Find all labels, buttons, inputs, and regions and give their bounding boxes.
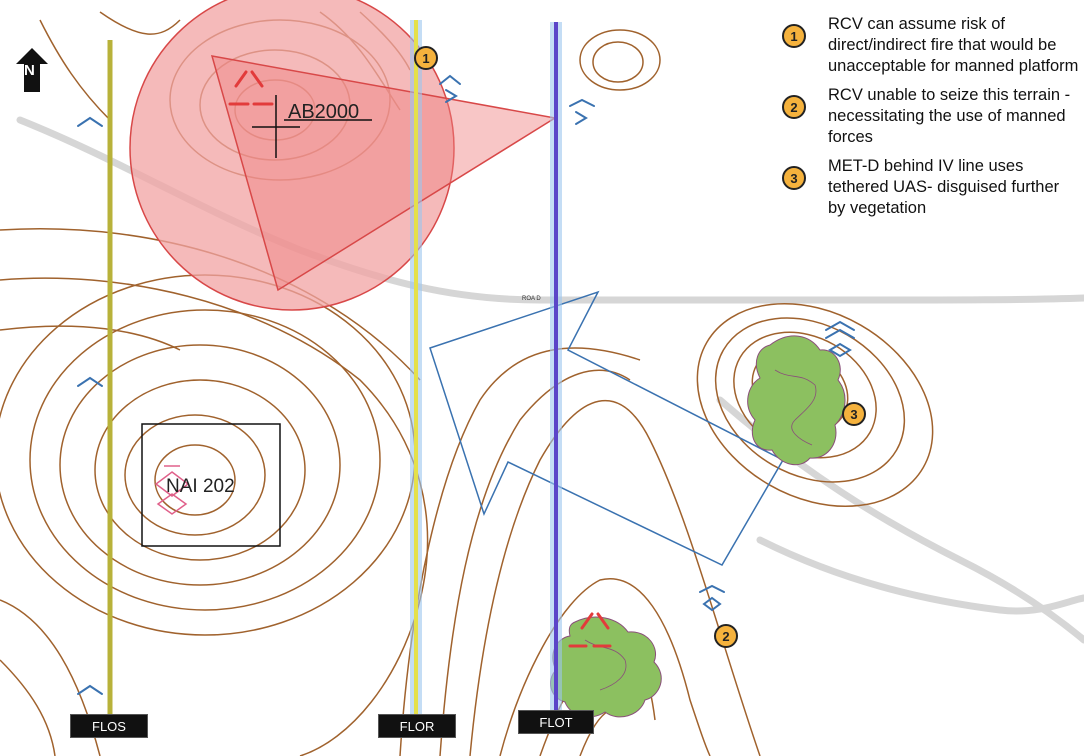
map-marker-1: 1 — [414, 46, 438, 70]
unit-symbol-1 — [77, 116, 103, 127]
threat-circle — [129, 0, 455, 311]
legend-item: 1 RCV can assume risk of direct/indirect… — [780, 14, 1080, 77]
phase-line-label-flor: FLOR — [378, 714, 456, 738]
north-arrow-icon: N — [16, 48, 48, 101]
threat-marker-south — [568, 612, 612, 648]
phase-lines — [107, 20, 562, 714]
sensor-symbol-south — [699, 584, 725, 612]
legend: 1 RCV can assume risk of direct/indirect… — [780, 14, 1080, 227]
legend-text-1: RCV can assume risk of direct/indirect f… — [828, 15, 1079, 75]
legend-marker-2: 2 — [782, 95, 806, 119]
vegetation-south — [550, 616, 662, 718]
threat-area — [129, 0, 558, 311]
road-label: ROA D — [522, 296, 541, 302]
axis-of-advance-arrow — [429, 290, 785, 566]
legend-text-3: MET-D behind IV line uses tethered UAS- … — [828, 157, 1060, 217]
vegetation-east — [747, 335, 846, 466]
unit-symbol-3 — [77, 684, 103, 695]
ab-label: AB2000 — [288, 101, 359, 123]
nai-label: NAI 202 — [166, 476, 235, 497]
legend-marker-3: 3 — [782, 166, 806, 190]
north-label: N — [24, 62, 35, 79]
legend-text-2: RCV unable to seize this terrain - neces… — [828, 86, 1071, 146]
unit-symbols — [77, 74, 855, 695]
legend-marker-1: 1 — [782, 24, 806, 48]
sensor-symbol-east — [825, 320, 855, 358]
map-marker-3: 3 — [842, 402, 866, 426]
legend-item: 3 MET-D behind IV line uses tethered UAS… — [780, 156, 1080, 219]
vegetation — [550, 335, 846, 718]
nai-area — [141, 423, 281, 547]
phase-line-label-flot: FLOT — [518, 710, 594, 734]
legend-item: 2 RCV unable to seize this terrain - nec… — [780, 85, 1080, 148]
road-south — [756, 536, 1084, 615]
phase-line-label-flos: FLOS — [70, 714, 148, 738]
sensor-symbol-center — [569, 98, 595, 125]
sensor-symbol-north — [439, 74, 461, 103]
unit-symbol-2 — [77, 376, 103, 387]
map-marker-2: 2 — [714, 624, 738, 648]
